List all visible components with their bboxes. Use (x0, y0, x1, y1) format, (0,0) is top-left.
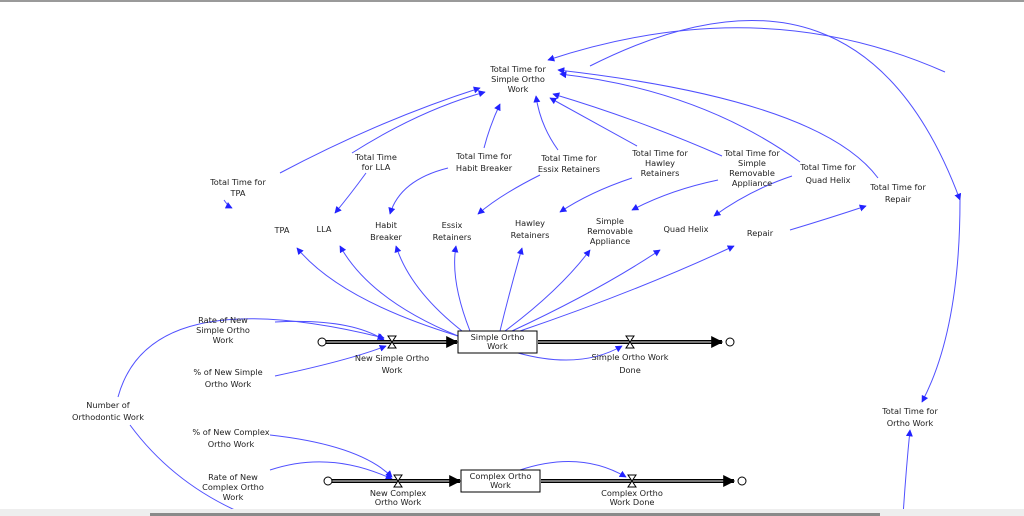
causal-link-arrow (274, 345, 387, 377)
valve-new-complex-icon[interactable] (393, 474, 403, 488)
top-border (0, 0, 1024, 2)
causal-link-arrow (589, 20, 962, 201)
causal-link-arrow (511, 249, 661, 332)
sink-cloud-icon (737, 476, 747, 486)
causal-link-arrow (334, 172, 367, 214)
causal-link-arrow (269, 434, 393, 478)
svg-text:Complex Ortho: Complex Ortho (470, 471, 532, 481)
causal-link-arrow (504, 249, 591, 332)
causal-links (117, 20, 962, 516)
svg-text:Work: Work (490, 480, 511, 490)
causal-link-arrow (921, 199, 961, 403)
valve-new-simple-icon[interactable] (387, 335, 397, 349)
outflow-complex-done-pipe (541, 475, 736, 487)
source-cloud-icon (323, 476, 333, 486)
causal-link-arrow (552, 92, 723, 157)
valve-simple-done-icon[interactable] (625, 335, 635, 349)
causal-link-arrow (559, 71, 801, 163)
variable-quad[interactable]: Quad Helix (663, 224, 708, 234)
causal-link-arrow (631, 179, 719, 211)
causal-link-arrow (519, 245, 735, 332)
svg-text:Simple Ortho: Simple Ortho (471, 332, 525, 342)
causal-link-arrow (279, 86, 481, 174)
scrollbar-thumb[interactable] (150, 513, 880, 516)
causal-link-arrow (223, 199, 233, 209)
causal-link-arrow (789, 204, 867, 231)
variable-repair[interactable]: Repair (747, 228, 774, 238)
causal-link-arrow (499, 247, 524, 332)
causal-link-arrow (713, 175, 793, 217)
causal-link-arrow (394, 245, 463, 332)
causal-link-arrow (559, 177, 633, 213)
causal-link-arrow (269, 461, 393, 480)
causal-link-arrow (351, 90, 486, 154)
svg-text:Work: Work (487, 341, 508, 351)
causal-link-arrow (296, 247, 459, 337)
causal-link-arrow (451, 245, 471, 332)
causal-link-arrow (533, 95, 559, 151)
sink-cloud-icon (725, 337, 735, 347)
causal-link-arrow (547, 27, 946, 73)
inflow-new-complex-pipe (332, 475, 462, 487)
causal-link-arrow (274, 320, 385, 341)
causal-link-arrow (339, 245, 459, 337)
causal-link-arrow (549, 97, 638, 147)
causal-link-arrow (483, 103, 501, 149)
causal-link-arrow (117, 318, 385, 398)
variable-lla[interactable]: LLA (317, 224, 332, 234)
causal-link-arrow (557, 67, 879, 179)
causal-link-arrow (902, 429, 913, 516)
causal-link-arrow (388, 167, 449, 215)
horizontal-scrollbar[interactable] (0, 509, 1024, 516)
causal-link-arrow (519, 461, 627, 478)
source-cloud-icon (317, 337, 327, 347)
valve-complex-done-icon[interactable] (627, 474, 637, 488)
causal-link-arrow (517, 345, 623, 361)
variable-tpa[interactable]: TPA (273, 225, 289, 235)
causal-link-arrow (477, 174, 541, 215)
causal-link-arrow (129, 424, 251, 516)
